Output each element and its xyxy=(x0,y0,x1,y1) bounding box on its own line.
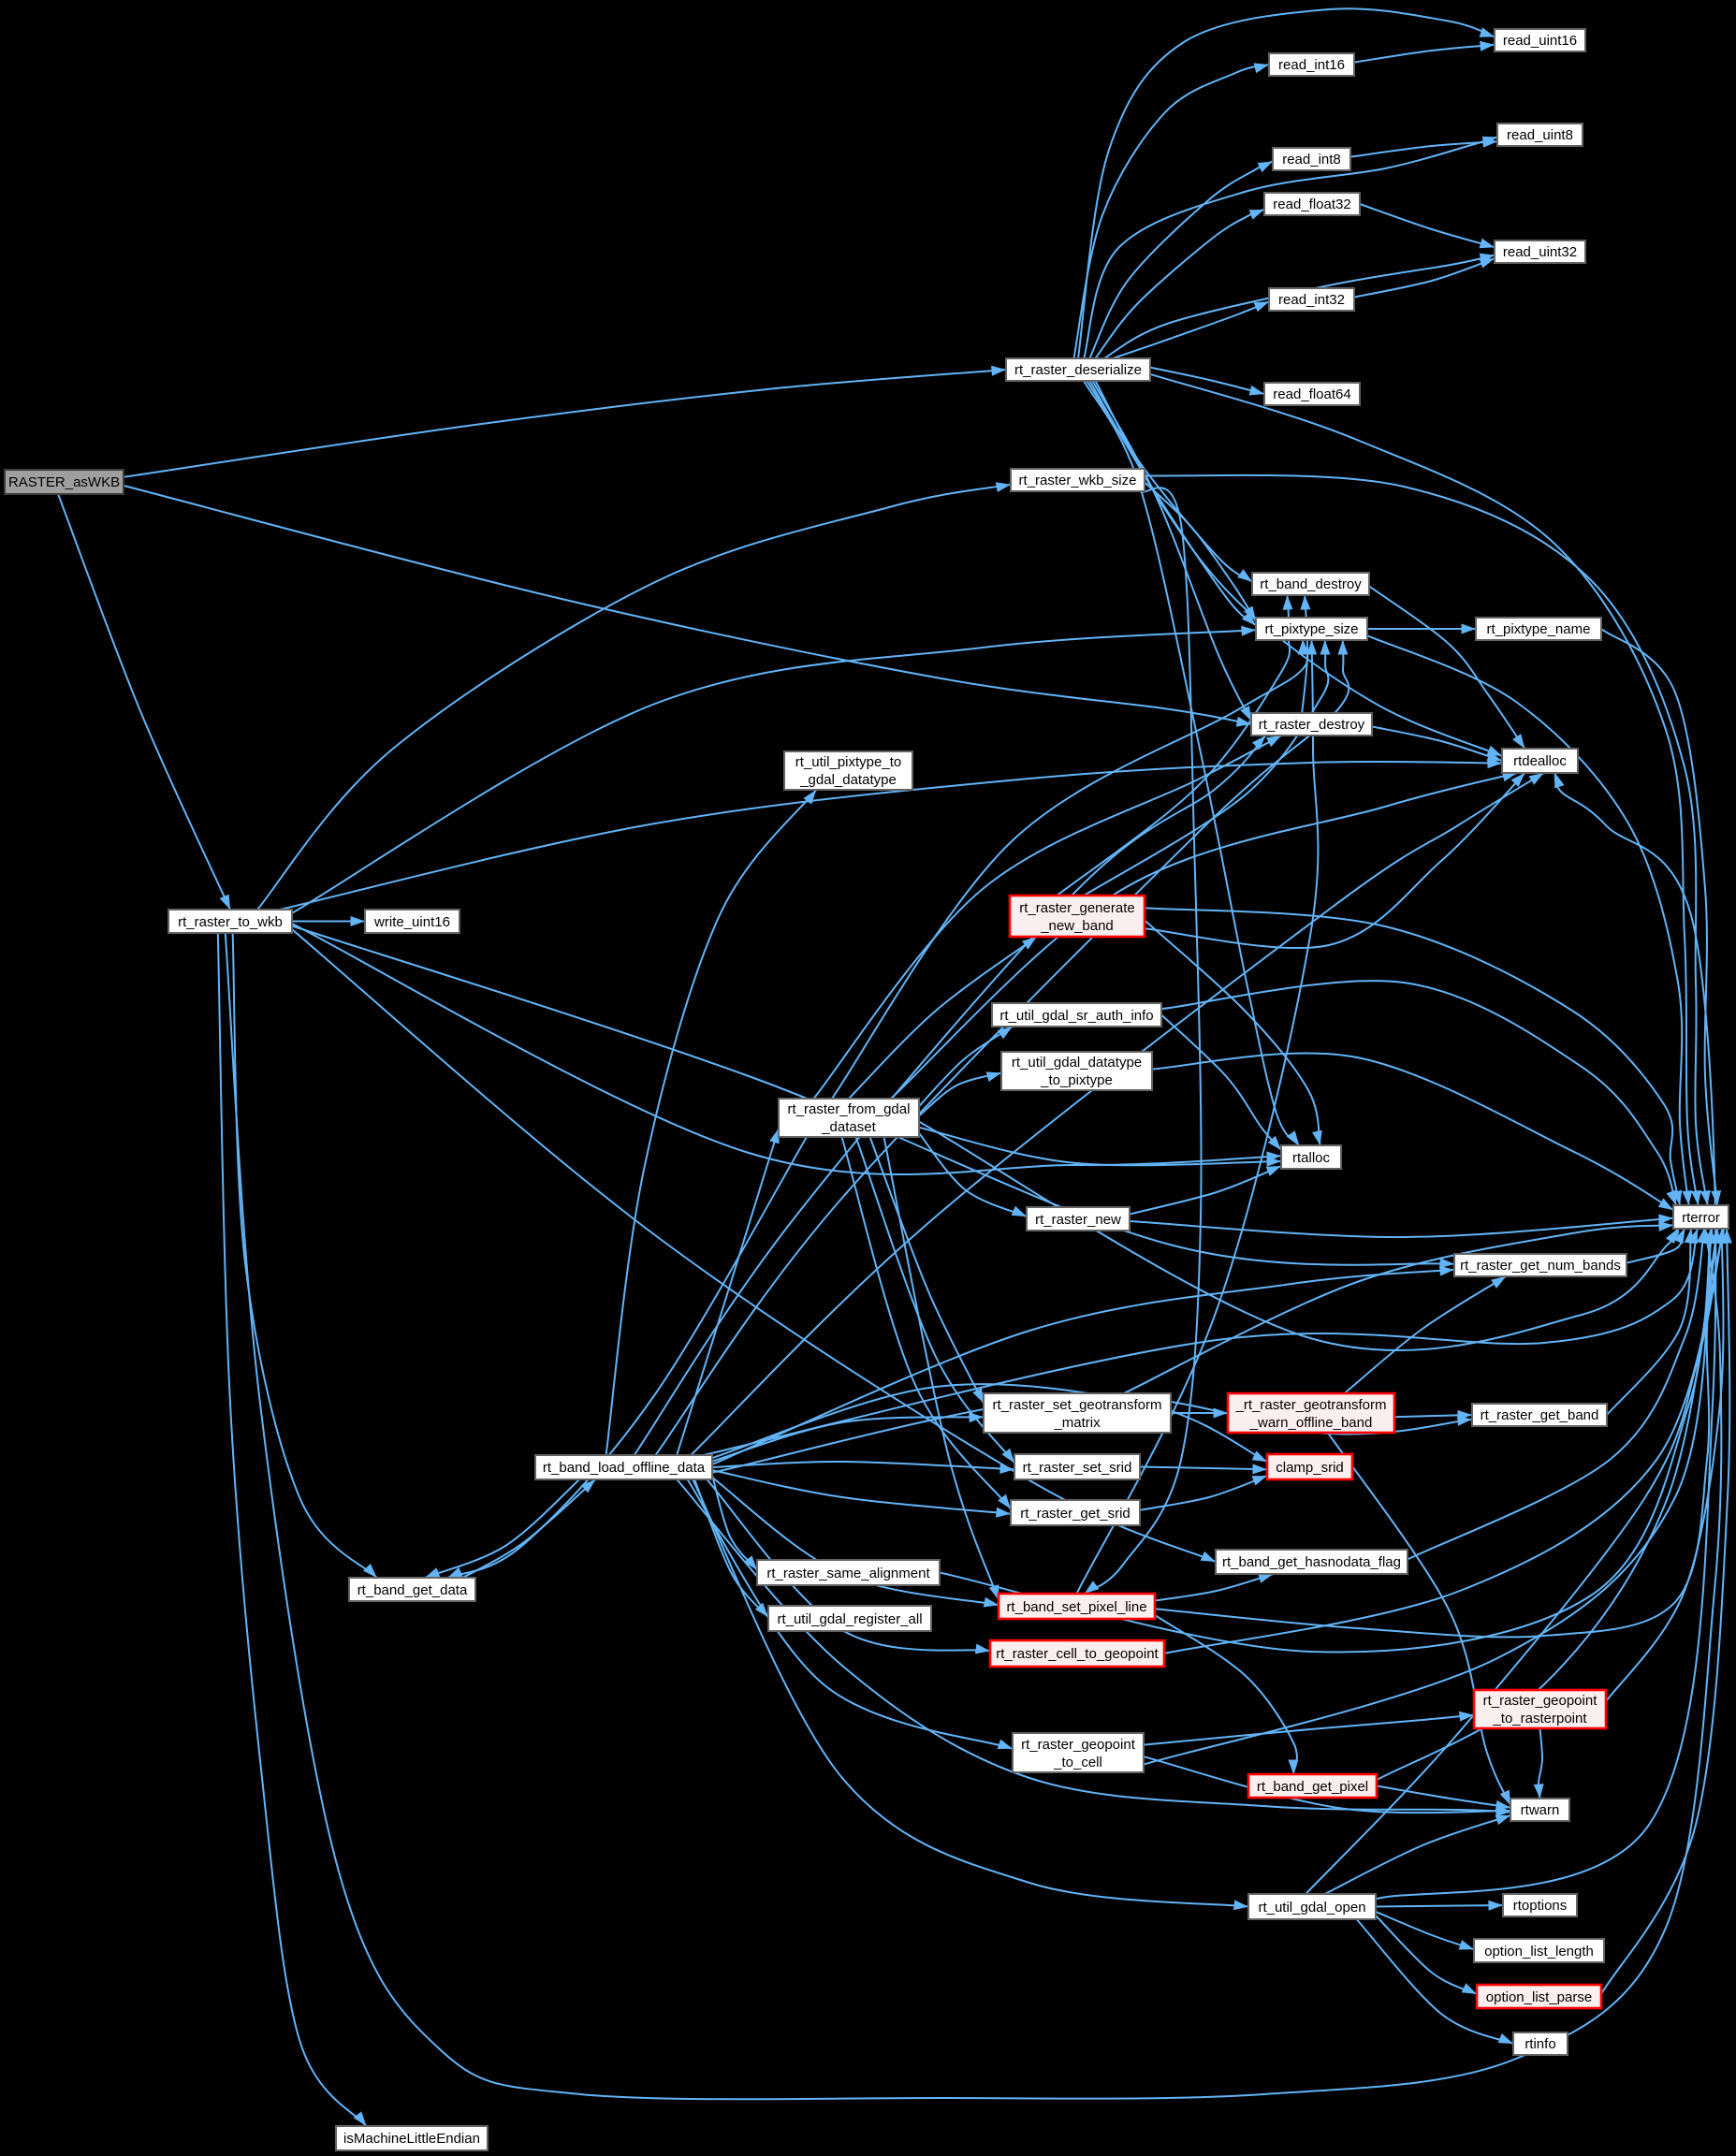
svg-text:option_list_parse: option_list_parse xyxy=(1486,1989,1592,2005)
svg-text:rt_pixtype_name: rt_pixtype_name xyxy=(1487,621,1591,637)
svg-text:option_list_length: option_list_length xyxy=(1484,1944,1594,1959)
svg-text:read_int32: read_int32 xyxy=(1278,292,1345,308)
svg-text:_to_cell: _to_cell xyxy=(1053,1755,1102,1770)
svg-text:read_uint16: read_uint16 xyxy=(1503,33,1577,49)
svg-text:rt_util_gdal_register_all: rt_util_gdal_register_all xyxy=(777,1611,922,1627)
svg-text:rtinfo: rtinfo xyxy=(1524,2036,1555,2052)
svg-text:clamp_srid: clamp_srid xyxy=(1276,1460,1344,1476)
svg-text:_new_band: _new_band xyxy=(1040,918,1114,934)
svg-text:rt_util_gdal_sr_auth_info: rt_util_gdal_sr_auth_info xyxy=(999,1008,1153,1024)
svg-text:rt_raster_deserialize: rt_raster_deserialize xyxy=(1014,362,1142,378)
svg-text:RASTER_asWKB: RASTER_asWKB xyxy=(8,474,120,490)
svg-text:read_int8: read_int8 xyxy=(1282,152,1341,168)
svg-text:rt_raster_wkb_size: rt_raster_wkb_size xyxy=(1019,473,1137,488)
svg-text:rt_raster_geopoint: rt_raster_geopoint xyxy=(1483,1693,1598,1709)
svg-text:rterror: rterror xyxy=(1682,1210,1720,1226)
svg-text:_matrix: _matrix xyxy=(1053,1415,1101,1431)
svg-text:rt_band_get_data: rt_band_get_data xyxy=(357,1582,468,1598)
svg-text:rt_raster_new: rt_raster_new xyxy=(1035,1212,1121,1228)
svg-text:rt_raster_from_gdal: rt_raster_from_gdal xyxy=(788,1101,911,1117)
svg-text:read_float32: read_float32 xyxy=(1273,197,1350,212)
svg-text:isMachineLittleEndian: isMachineLittleEndian xyxy=(343,2131,480,2147)
svg-text:_rt_raster_geotransform: _rt_raster_geotransform xyxy=(1235,1397,1387,1413)
svg-text:rtoptions: rtoptions xyxy=(1513,1898,1568,1914)
svg-text:_warn_offline_band: _warn_offline_band xyxy=(1249,1415,1373,1431)
svg-text:rt_band_destroy: rt_band_destroy xyxy=(1260,576,1362,592)
svg-text:rtalloc: rtalloc xyxy=(1292,1150,1331,1166)
svg-text:rt_raster_generate: rt_raster_generate xyxy=(1019,900,1134,916)
svg-text:rt_raster_same_alignment: rt_raster_same_alignment xyxy=(766,1566,930,1581)
svg-text:rt_band_get_hasnodata_flag: rt_band_get_hasnodata_flag xyxy=(1222,1554,1401,1570)
svg-text:read_int16: read_int16 xyxy=(1278,57,1345,73)
svg-text:rt_band_load_offline_data: rt_band_load_offline_data xyxy=(543,1460,706,1476)
svg-text:rt_raster_to_wkb: rt_raster_to_wkb xyxy=(178,914,283,930)
svg-text:rt_raster_geopoint: rt_raster_geopoint xyxy=(1021,1737,1136,1753)
svg-text:rt_raster_cell_to_geopoint: rt_raster_cell_to_geopoint xyxy=(996,1646,1159,1662)
svg-text:_dataset: _dataset xyxy=(821,1119,876,1135)
svg-text:rtdealloc: rtdealloc xyxy=(1513,753,1567,769)
svg-text:write_uint16: write_uint16 xyxy=(373,914,450,930)
svg-text:rt_raster_get_num_bands: rt_raster_get_num_bands xyxy=(1460,1258,1621,1274)
svg-text:_to_rasterpoint: _to_rasterpoint xyxy=(1492,1711,1587,1726)
svg-text:_to_pixtype: _to_pixtype xyxy=(1040,1072,1113,1088)
svg-text:read_float64: read_float64 xyxy=(1273,386,1350,402)
svg-text:rt_band_get_pixel: rt_band_get_pixel xyxy=(1257,1779,1368,1795)
svg-text:rt_util_gdal_datatype: rt_util_gdal_datatype xyxy=(1012,1055,1142,1071)
svg-text:rt_util_pixtype_to: rt_util_pixtype_to xyxy=(795,754,901,770)
svg-text:read_uint8: read_uint8 xyxy=(1507,127,1573,143)
svg-text:rt_raster_get_band: rt_raster_get_band xyxy=(1481,1407,1599,1423)
svg-text:rtwarn: rtwarn xyxy=(1521,1802,1560,1818)
svg-text:rt_band_set_pixel_line: rt_band_set_pixel_line xyxy=(1006,1599,1146,1615)
svg-text:_gdal_datatype: _gdal_datatype xyxy=(799,772,897,788)
svg-text:rt_raster_set_srid: rt_raster_set_srid xyxy=(1023,1460,1132,1476)
svg-text:rt_raster_set_geotransform: rt_raster_set_geotransform xyxy=(993,1397,1162,1413)
svg-text:rt_raster_get_srid: rt_raster_get_srid xyxy=(1020,1506,1131,1522)
svg-text:rt_pixtype_size: rt_pixtype_size xyxy=(1264,621,1358,637)
svg-text:rt_raster_destroy: rt_raster_destroy xyxy=(1259,717,1365,733)
svg-text:read_uint32: read_uint32 xyxy=(1503,244,1577,260)
svg-text:rt_util_gdal_open: rt_util_gdal_open xyxy=(1258,1900,1365,1916)
